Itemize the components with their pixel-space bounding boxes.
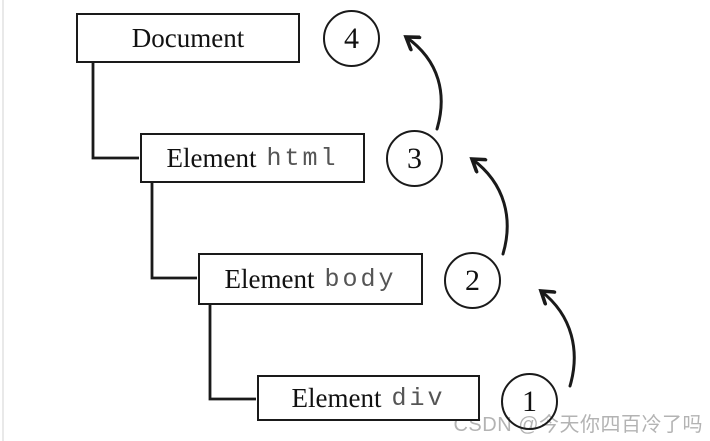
node-element-body: Element body [198,253,423,305]
node-element-html: Element html [140,133,365,183]
watermark: CSDN @今天你四百冷了吗 [453,414,703,436]
order-marker-2-number: 2 [465,263,480,297]
bubble-arrow-3-to-4 [406,37,443,131]
node-document: Document [76,13,300,63]
order-marker-2: 2 [444,252,501,309]
bubble-arrow-1-to-2 [541,291,576,388]
order-marker-1-number: 1 [522,384,537,418]
order-marker-4-number: 4 [344,21,359,55]
node-document-label: Document [131,22,245,53]
bubble-arrow-2-to-3 [472,159,509,256]
node-element-html-tag: html [266,143,339,173]
node-element-html-label: Element [166,142,257,173]
node-element-div: Element div [257,375,480,421]
connector-body-div [208,305,256,401]
order-marker-3-number: 3 [407,141,422,175]
node-element-div-label: Element [291,382,382,413]
node-element-div-tag: div [391,383,446,413]
order-marker-3: 3 [386,130,443,187]
node-element-body-label: Element [224,263,315,294]
order-marker-4: 4 [323,10,380,67]
connector-document-html [91,62,139,160]
node-element-body-tag: body [324,264,397,294]
left-edge-divider [2,0,4,441]
connector-html-body [150,183,197,280]
order-marker-1: 1 [501,373,558,430]
